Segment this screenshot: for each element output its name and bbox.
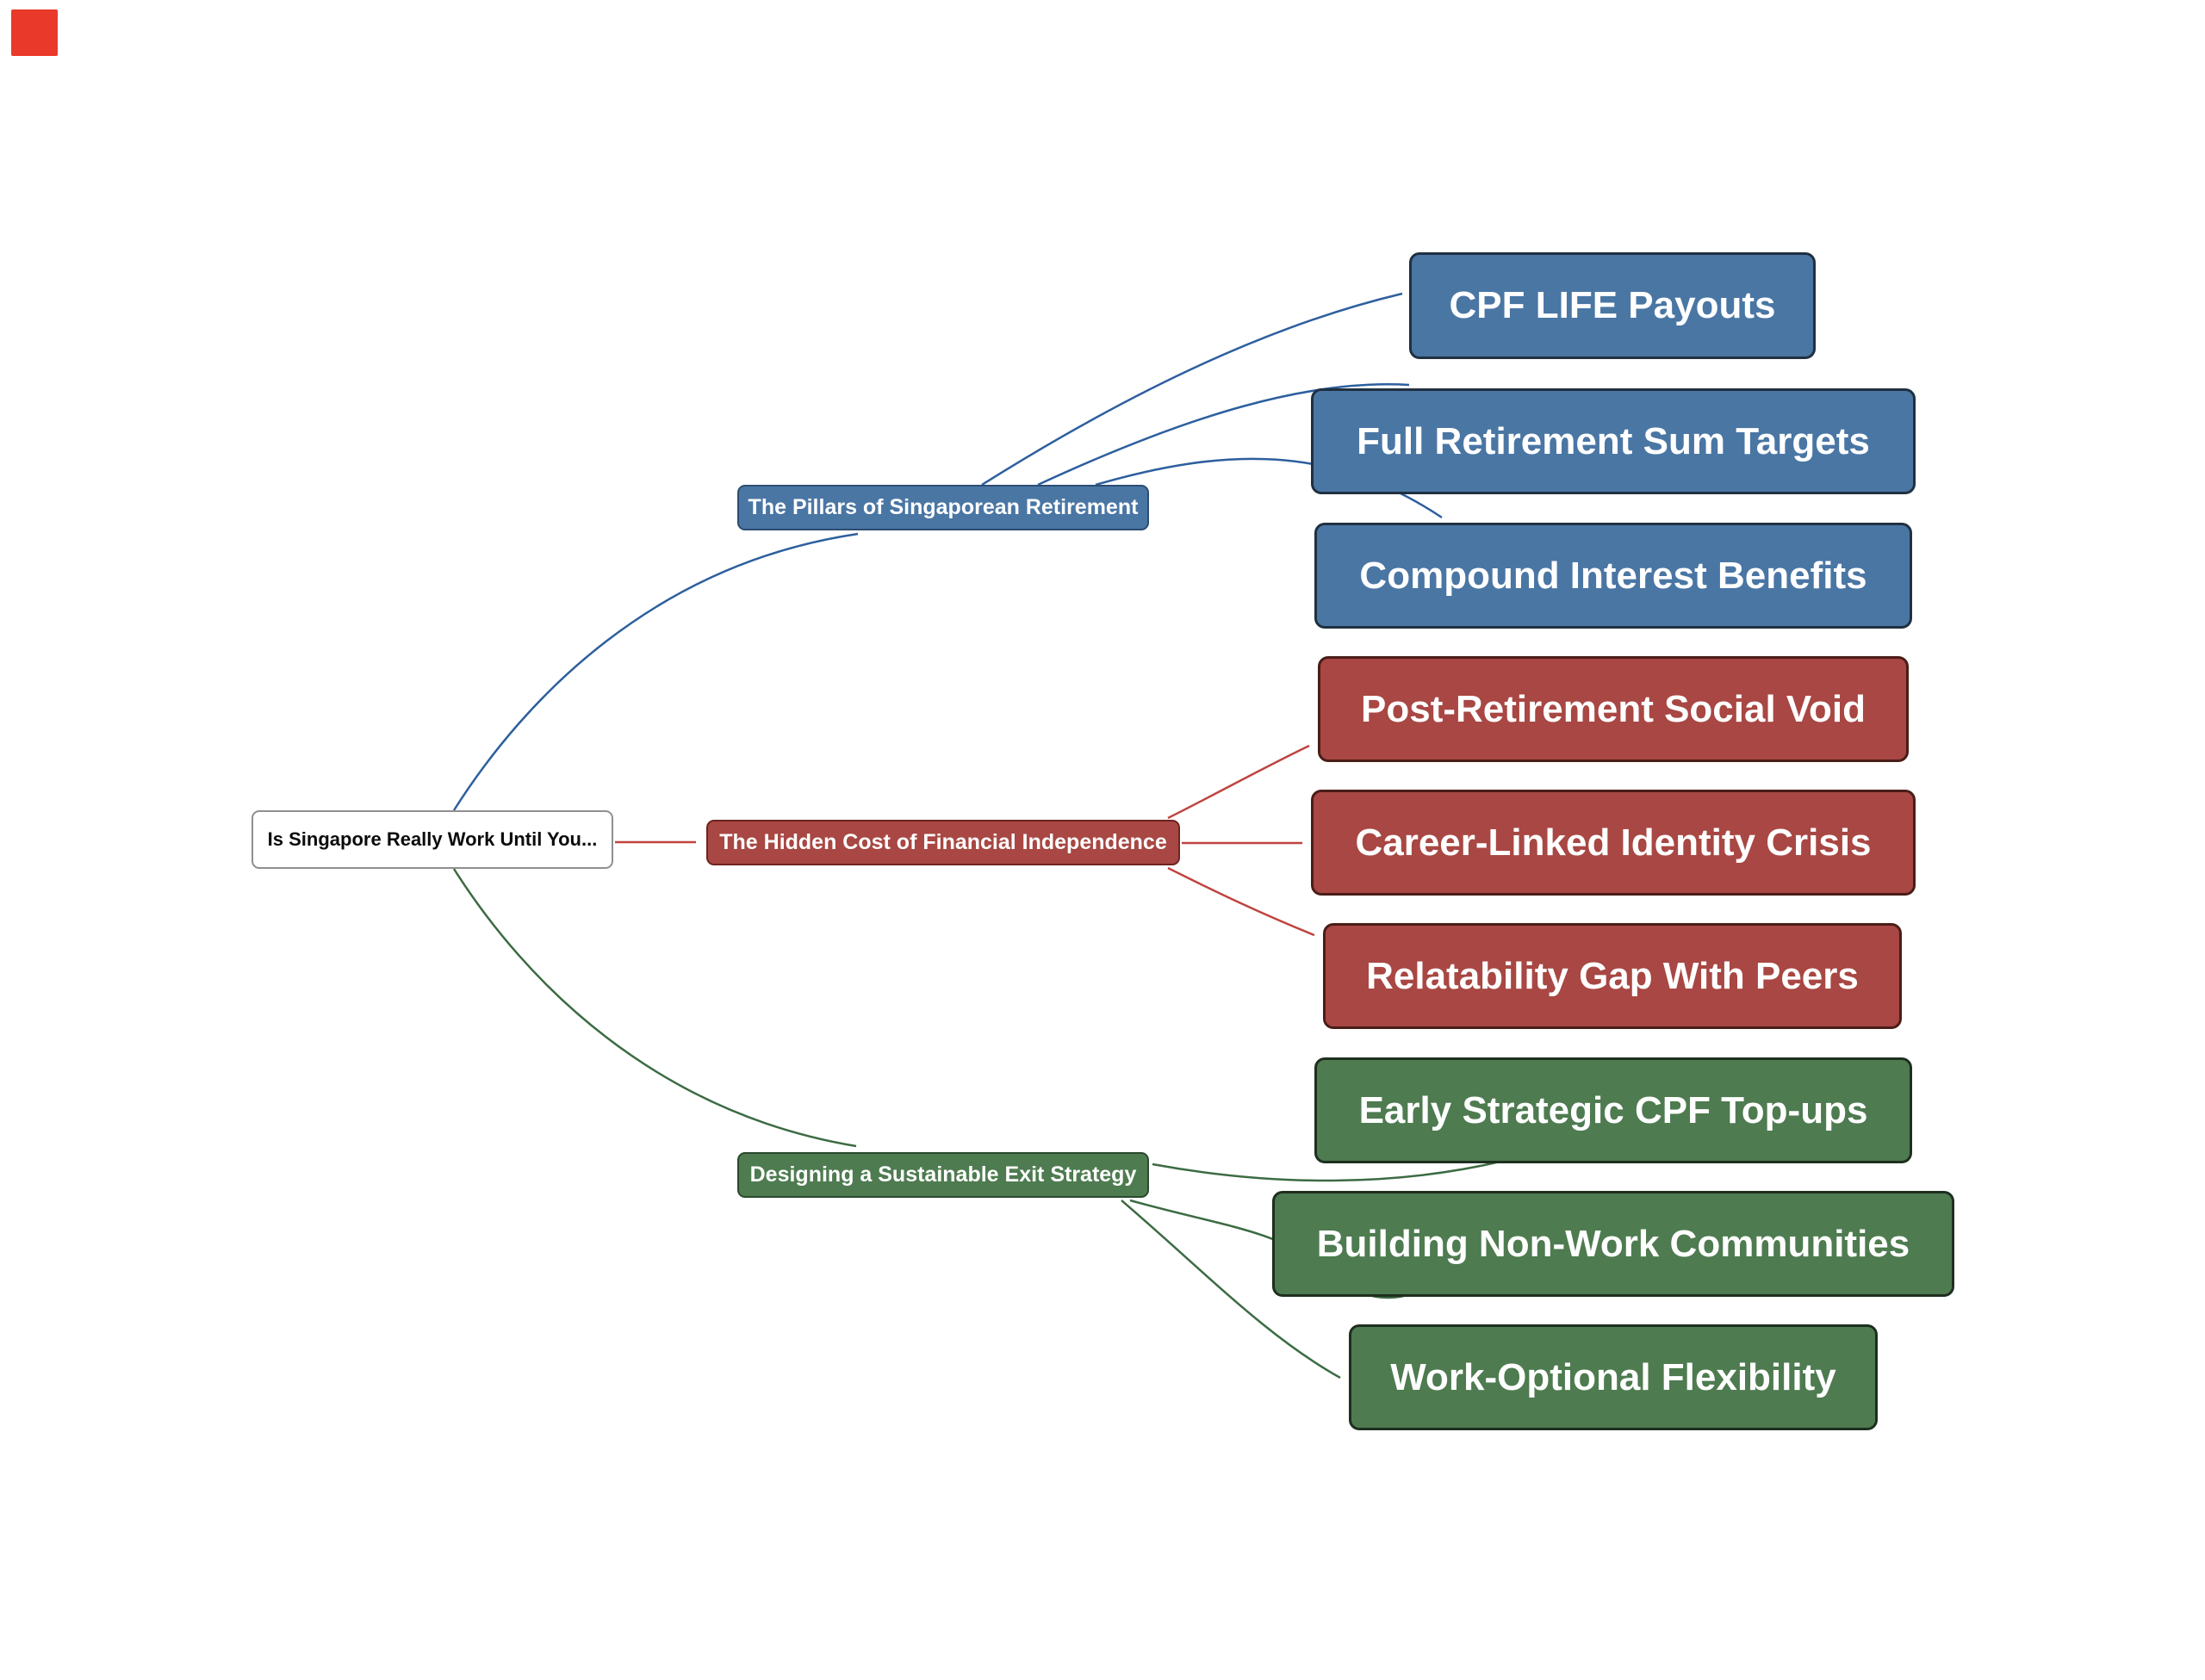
leaf-node-label: Full Retirement Sum Targets (1357, 419, 1870, 462)
edge-hidden-cost-to-relatability-gap (1167, 866, 1315, 937)
leaf-node-work-optional-flexibility[interactable]: Work-Optional Flexibility (1349, 1324, 1878, 1430)
branch-node-pillars-of-retirement[interactable]: The Pillars of Singaporean Retirement (737, 485, 1149, 530)
leaf-node-compound-interest-benefits[interactable]: Compound Interest Benefits (1314, 523, 1912, 629)
branch-node-label: Designing a Sustainable Exit Strategy (749, 1162, 1137, 1187)
edge-exit-to-cpf-topups (1152, 1159, 1505, 1182)
leaf-node-label: CPF LIFE Payouts (1449, 284, 1776, 326)
edge-pillars-to-cpf-life-payouts (981, 292, 1403, 487)
leaf-node-full-retirement-sum-targets[interactable]: Full Retirement Sum Targets (1311, 388, 1916, 494)
leaf-node-career-linked-identity-crisis[interactable]: Career-Linked Identity Crisis (1311, 790, 1916, 896)
leaf-node-relatability-gap-with-peers[interactable]: Relatability Gap With Peers (1323, 923, 1902, 1029)
edge-root-to-pillars (452, 532, 859, 811)
leaf-node-label: Work-Optional Flexibility (1390, 1355, 1836, 1398)
branch-node-label: The Pillars of Singaporean Retirement (748, 495, 1139, 519)
leaf-node-label: Post-Retirement Social Void (1361, 687, 1866, 730)
branch-node-exit-strategy[interactable]: Designing a Sustainable Exit Strategy (737, 1152, 1149, 1198)
leaf-node-building-nonwork-communities[interactable]: Building Non-Work Communities (1272, 1191, 1954, 1297)
leaf-node-label: Compound Interest Benefits (1359, 554, 1867, 597)
leaf-node-label: Relatability Gap With Peers (1366, 954, 1859, 997)
leaf-node-label: Early Strategic CPF Top-ups (1358, 1088, 1868, 1131)
leaf-node-early-strategic-cpf-topups[interactable]: Early Strategic CPF Top-ups (1314, 1057, 1912, 1163)
edge-root-to-exit-strategy (452, 868, 857, 1148)
leaf-node-cpf-life-payouts[interactable]: CPF LIFE Payouts (1409, 252, 1816, 359)
leaf-node-label: Building Non-Work Communities (1316, 1222, 1910, 1265)
leaf-node-label: Career-Linked Identity Crisis (1355, 821, 1872, 864)
branch-node-hidden-cost[interactable]: The Hidden Cost of Financial Independenc… (706, 820, 1180, 865)
root-node[interactable]: Is Singapore Really Work Until You... (252, 810, 613, 869)
branch-node-label: The Hidden Cost of Financial Independenc… (719, 830, 1167, 854)
edge-exit-to-work-optional (1121, 1200, 1341, 1379)
edge-hidden-cost-to-social-void (1167, 744, 1310, 820)
root-node-label: Is Singapore Really Work Until You... (267, 828, 598, 850)
red-marker (11, 9, 58, 56)
edge-pillars-to-full-retirement-sum (1037, 383, 1410, 487)
leaf-node-post-retirement-social-void[interactable]: Post-Retirement Social Void (1318, 656, 1909, 762)
